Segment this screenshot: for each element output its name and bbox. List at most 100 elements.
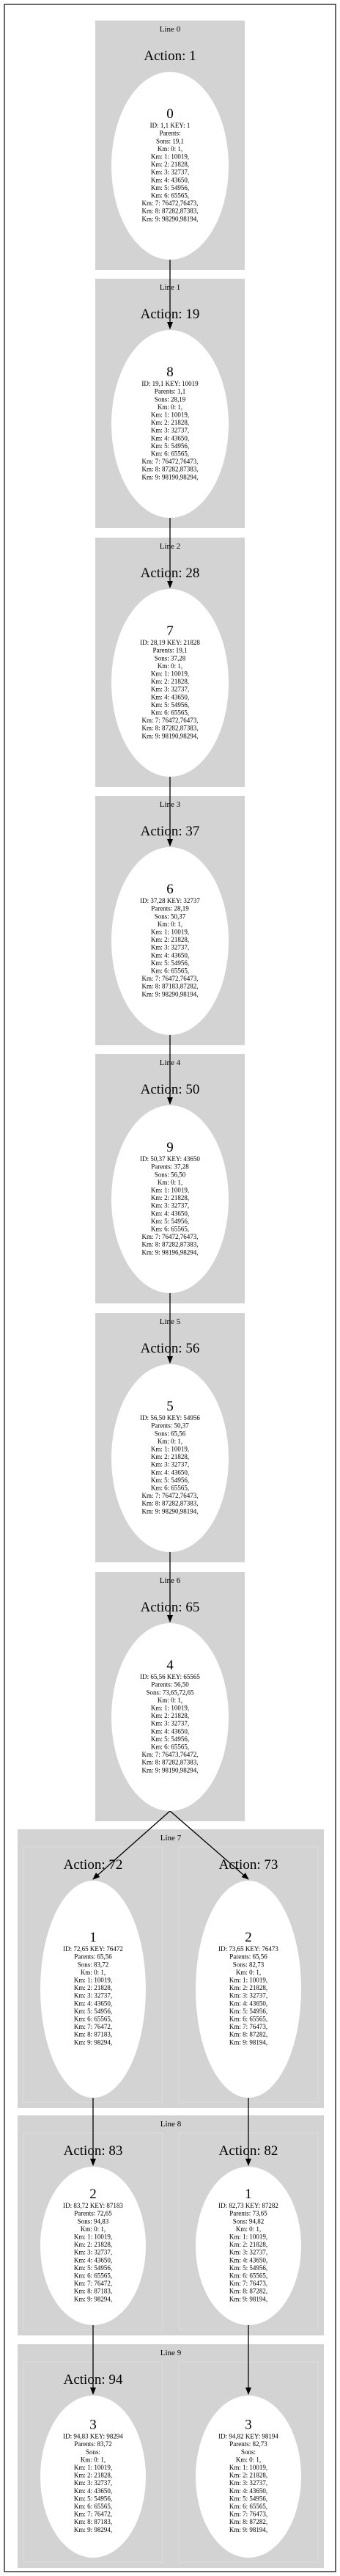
node-detail-line: Km: 7: 76473, <box>229 2280 267 2287</box>
node-detail-line: Km: 3: 32737, <box>229 2249 267 2256</box>
node-detail-line: Km: 6: 65565, <box>151 967 189 975</box>
node-detail-line: Km: 3: 32737, <box>151 1720 189 1727</box>
node-detail-line: Km: 2: 21828, <box>151 419 189 426</box>
node-detail-line: Sons: 65,56 <box>155 1430 186 1437</box>
state-node-ellipse <box>111 72 229 260</box>
node-detail-line: Km: 7: 76472,76473, <box>141 458 198 465</box>
node-detail-line: Km: 1: 10019, <box>151 411 189 419</box>
node-detail-line: Sons: 56,50 <box>155 1171 186 1178</box>
node-detail-line: Km: 2: 21828, <box>151 1194 189 1201</box>
node-detail-line: Km: 6: 65565, <box>74 2503 112 2510</box>
node-detail-line: Km: 4: 43650, <box>74 2256 112 2264</box>
node-detail-line: Sons: 37,28 <box>155 654 186 662</box>
node-detail-line: Km: 5: 54956, <box>151 959 189 967</box>
node-detail-line: Km: 5: 54956, <box>151 1218 189 1225</box>
node-detail-line: Km: 6: 65565, <box>151 709 189 717</box>
node-detail-line: Km: 3: 32737, <box>229 1992 267 1999</box>
node-detail-line: Km: 6: 65565, <box>229 2272 267 2280</box>
node-detail-line: Km: 0: 1, <box>236 2225 261 2233</box>
node-detail-line: Sons: <box>86 2448 100 2456</box>
node-detail-line: Km: 5: 54956, <box>151 701 189 709</box>
node-detail-line: Km: 1: 10019, <box>229 1977 267 1984</box>
action-label: Action: 72 <box>64 1857 123 1873</box>
node-detail-line: ID: 73,65 KEY: 76473 <box>218 1945 278 1953</box>
node-detail-line: Km: 3: 32737, <box>151 1461 189 1468</box>
node-detail-line: Km: 4: 43650, <box>229 2256 267 2264</box>
node-detail-line: Km: 1: 10019, <box>151 1446 189 1453</box>
node-detail-line: Km: 4: 43650, <box>74 2487 112 2495</box>
action-label: Action: 73 <box>219 1857 278 1873</box>
node-detail-line: Km: 4: 43650, <box>151 176 189 183</box>
node-detail-line: Km: 9: 98190,98294, <box>141 732 198 739</box>
node-detail-line: Km: 3: 32737, <box>229 2479 267 2487</box>
node-detail-line: Km: 7: 76472,76473, <box>141 1492 198 1499</box>
node-detail-line: Km: 8: 87282,87383, <box>141 1500 198 1507</box>
node-detail-line: Km: 0: 1, <box>81 2456 106 2463</box>
line-title: Line 0 <box>160 25 181 34</box>
state-node-ellipse <box>40 2396 146 2558</box>
node-detail-line: Km: 1: 10019, <box>151 153 189 161</box>
node-id-label: 1 <box>245 2187 252 2202</box>
node-detail-line: Km: 0: 1, <box>158 1438 182 1445</box>
node-detail-line: Parents: 56,50 <box>151 1681 189 1688</box>
node-detail-line: Km: 6: 65565, <box>151 192 189 200</box>
node-detail-line: Parents: 72,65 <box>74 2210 112 2217</box>
node-id-label: 1 <box>89 1930 97 1945</box>
node-detail-line: Km: 3: 32737, <box>74 2249 112 2256</box>
node-detail-line: Km: 3: 32737, <box>151 686 189 693</box>
node-detail-line: Km: 7: 76472, <box>74 2023 112 2030</box>
node-detail-line: Km: 0: 1, <box>158 921 182 928</box>
node-detail-line: Km: 9: 98196,98294, <box>141 1248 198 1256</box>
node-detail-line: Km: 1: 10019, <box>151 1187 189 1194</box>
node-id-label: 5 <box>166 1399 174 1414</box>
node-detail-line: Km: 4: 43650, <box>151 1210 189 1217</box>
node-detail-line: Km: 4: 43650, <box>151 434 189 442</box>
node-detail-line: Km: 1: 10019, <box>74 2464 112 2471</box>
node-detail-line: Km: 9: 98294, <box>74 2038 112 2046</box>
line-title: Line 9 <box>160 2349 182 2357</box>
node-detail-line: Km: 1: 10019, <box>151 929 189 936</box>
node-detail-line: Km: 7: 76473,76472, <box>141 1751 198 1758</box>
node-detail-line: ID: 94,83 KEY: 98294 <box>63 2433 123 2440</box>
node-id-label: 9 <box>166 1140 174 1155</box>
node-detail-line: Km: 5: 54956, <box>151 184 189 191</box>
node-detail-line: Km: 7: 76472, <box>74 2280 112 2287</box>
node-detail-line: Km: 8: 87183, <box>74 2288 112 2295</box>
node-id-label: 3 <box>89 2418 97 2433</box>
node-detail-line: Km: 0: 1, <box>236 1969 261 1976</box>
node-detail-line: Km: 9: 98294, <box>74 2295 112 2302</box>
node-detail-line: Km: 5: 54956, <box>229 2264 267 2272</box>
node-detail-line: Km: 0: 1, <box>236 2456 261 2463</box>
node-detail-line: Km: 8: 87282,87383, <box>141 466 198 473</box>
node-detail-line: Km: 1: 10019, <box>74 1977 112 1984</box>
node-detail-line: Km: 6: 65565, <box>74 2272 112 2280</box>
action-label: Action: 1 <box>144 48 196 64</box>
state-node-ellipse <box>40 2167 146 2325</box>
node-detail-line: Km: 6: 65565, <box>151 450 189 458</box>
node-detail-line: ID: 65,56 KEY: 65565 <box>140 1673 200 1680</box>
node-detail-line: Km: 7: 76472,76473, <box>141 1233 198 1240</box>
node-detail-line: Sons: 94,83 <box>78 2217 109 2225</box>
node-detail-line: Km: 7: 76472, <box>74 2511 112 2518</box>
node-detail-line: Parents: 28,19 <box>151 905 189 912</box>
node-detail-line: Sons: <box>241 2448 256 2456</box>
node-detail-line: Km: 0: 1, <box>158 403 182 411</box>
node-detail-line: Km: 9: 98294, <box>74 2526 112 2533</box>
state-node-ellipse <box>196 2167 301 2325</box>
node-id-label: 0 <box>166 106 174 122</box>
state-node-ellipse <box>111 1623 229 1811</box>
node-detail-line: Km: 2: 21828, <box>74 1984 112 1991</box>
node-detail-line: Km: 4: 43650, <box>151 693 189 700</box>
node-detail-line: Km: 8: 87282,87383, <box>141 208 198 215</box>
node-detail-line: ID: 72,65 KEY: 76472 <box>63 1945 123 1953</box>
node-detail-line: ID: 28,19 KEY: 21828 <box>140 639 200 646</box>
node-detail-line: Km: 1: 10019, <box>229 2233 267 2241</box>
node-detail-line: Km: 6: 65565, <box>229 2016 267 2023</box>
node-detail-line: Km: 5: 54956, <box>151 1477 189 1484</box>
